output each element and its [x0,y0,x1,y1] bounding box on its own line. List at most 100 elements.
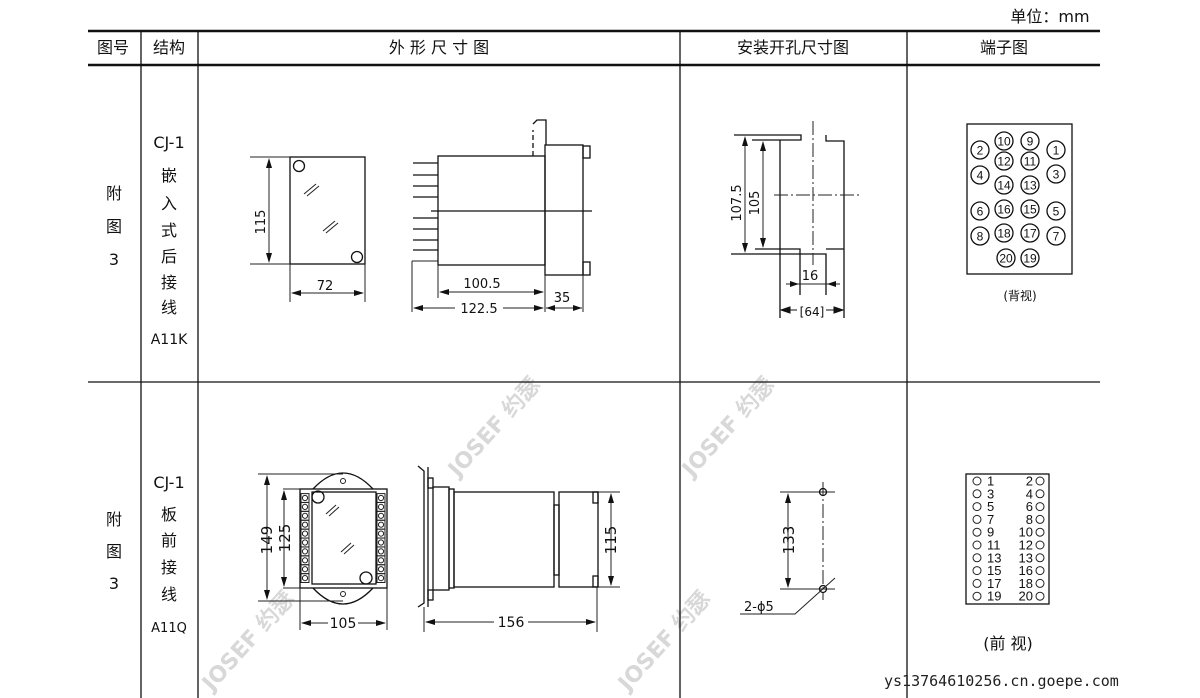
row2-cutout: 133 2-ϕ5 [740,482,836,615]
model: CJ-1 [153,133,184,152]
terminal-number: 16 [997,203,1011,217]
terminal-number: 11 [987,538,1001,553]
terminal-circle [972,553,982,563]
terminal: 8 [970,226,990,246]
row2-side-view: 115 156 [417,465,620,632]
dim-outer: 107.5 [730,184,745,221]
terminal: 7 [1046,226,1066,246]
terminal: 3 [1046,164,1066,184]
terminal-screw-icon [377,530,385,537]
terminal-number: 6 [977,205,984,219]
terminal-number: 2 [1026,474,1033,489]
terminal-screw-icon [377,539,385,546]
row2-labels: 附 图 3 CJ-1 板 前 接 线 A11Q [106,473,187,636]
terminal: 6 [970,201,990,221]
dim-total: 122.5 [460,302,497,317]
dim-width: 105 [330,616,357,632]
terminal-circle [972,578,982,588]
terminal-number: 1 [987,474,994,489]
structure-char: 式 [161,221,177,240]
terminal-circle [972,540,982,550]
header-fig-no: 图号 [97,38,129,57]
terminal-circle [1020,248,1040,268]
watermark: JOSEF 约瑟 [612,586,716,697]
terminal-circle [970,165,990,185]
watermark: JOSEF 约瑟 [196,586,300,697]
terminal-number: 5 [987,499,994,514]
terminal-number: 8 [1026,512,1033,527]
terminal-circle [1035,578,1045,588]
terminal-number: 18 [1019,576,1033,591]
terminal-number: 4 [977,169,984,183]
terminal: 4 [970,165,990,185]
terminal-view-label: (背视) [1003,288,1036,303]
terminal-number: 15 [1023,203,1037,217]
terminal-circle [1046,201,1066,221]
terminal-circle [1035,489,1045,499]
terminal: 18 [994,223,1014,243]
terminal-number: 12 [1019,538,1033,553]
terminal-circle [1020,223,1040,243]
terminal-number: 6 [1026,499,1033,514]
terminal-screw-icon [377,548,385,555]
terminal-number: 13 [1019,550,1033,565]
terminal-circle [972,566,982,576]
fig-label: 图 [106,542,122,561]
terminal: 19 [1020,248,1040,268]
terminal-number: 12 [997,155,1011,169]
terminal-circle [994,175,1014,195]
terminal-circle [972,476,982,486]
terminal-number: 7 [1053,230,1060,244]
dim-inner: 105 [748,191,763,216]
terminal-circle [1020,199,1040,219]
terminal-view-label: (前 视) [983,634,1033,653]
terminal-circle [996,248,1016,268]
terminal: 15 [1020,199,1040,219]
row1-labels: 附 图 3 CJ-1 嵌 入 式 后 接 线 A11K [106,133,188,348]
fig-number: 3 [109,250,119,269]
terminal-number: 17 [987,576,1001,591]
terminal-screw-icon [377,512,385,519]
code: A11K [151,332,188,348]
terminal-number: 3 [987,486,994,501]
terminal-number: 9 [1027,135,1034,149]
terminal-number: 17 [1023,227,1037,241]
terminal-screw-icon [377,557,385,564]
terminal-number: 10 [1019,525,1033,540]
row2-front-view: 149 125 105 [258,472,388,632]
header-outline: 外 形 尺 寸 图 [389,38,489,57]
terminal-number: 18 [997,227,1011,241]
terminal-number: 14 [997,179,1011,193]
terminal-number: 10 [997,135,1011,149]
terminal: 17 [1020,223,1040,243]
structure-char: 线 [161,298,177,317]
structure-char: 接 [161,558,177,577]
terminal: 1 [1046,140,1066,160]
terminal-circle [1035,566,1045,576]
terminal-number: 8 [977,230,984,244]
terminal-number: 9 [987,525,994,540]
terminal-circle [1020,151,1040,171]
footer-url: ys13764610256.cn.goepe.com [884,672,1119,690]
terminal-number: 20 [1019,589,1033,604]
terminal-circle [1035,514,1045,524]
row1-side-view: 100.5 122.5 35 [411,119,592,317]
dim-side-height: 115 [602,526,620,555]
terminal-number: 1 [1053,144,1060,158]
terminal-circle [1035,502,1045,512]
terminal-circle [1035,527,1045,537]
terminal-screw-icon [301,503,309,510]
terminal-screw-icon [377,503,385,510]
terminal-circle [970,140,990,160]
terminal-circle [1020,175,1040,195]
terminal-number: 20 [999,252,1013,266]
terminal-circle [994,131,1014,151]
terminal-number: 2 [977,144,984,158]
structure-char: 板 [161,505,177,524]
terminal-screw-icon [377,494,385,502]
terminal-circle [1046,164,1066,184]
